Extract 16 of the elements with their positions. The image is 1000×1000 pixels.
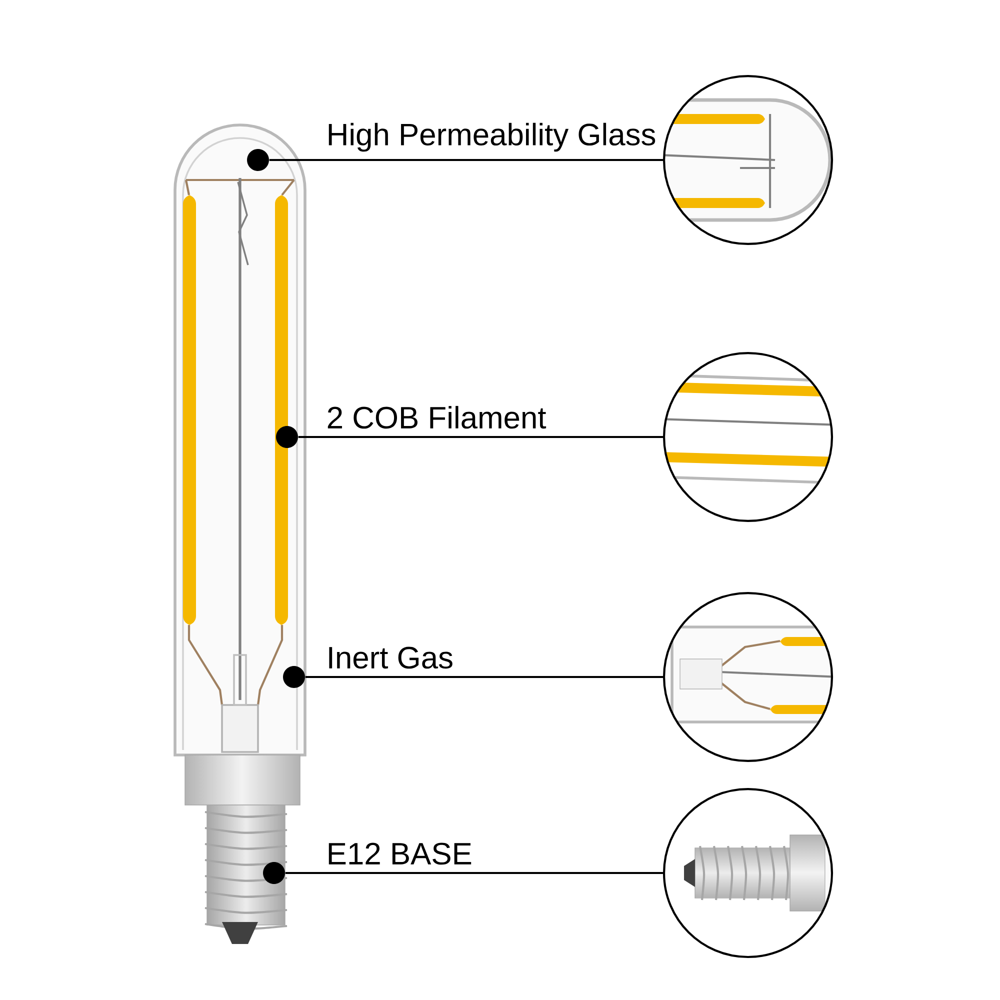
leader-dot xyxy=(283,666,305,688)
detail-inset-picture xyxy=(662,788,834,958)
edge-label: 2 COB Filament xyxy=(328,406,546,429)
detail-inset-picture xyxy=(662,74,834,246)
leader-line xyxy=(285,872,663,874)
leader-dot xyxy=(247,149,269,171)
edge-label: Inert Gas xyxy=(329,646,452,669)
leader-dot xyxy=(263,862,285,884)
edge-label: E12 BASE xyxy=(328,842,472,865)
leader-dot xyxy=(276,426,298,448)
detail-inset-picture xyxy=(662,592,834,762)
leader-line xyxy=(298,436,663,438)
leader-line xyxy=(305,676,663,678)
leader-line xyxy=(269,159,663,161)
edge-label: High Permeability Glass xyxy=(328,122,656,152)
detail-inset-picture xyxy=(662,352,834,522)
